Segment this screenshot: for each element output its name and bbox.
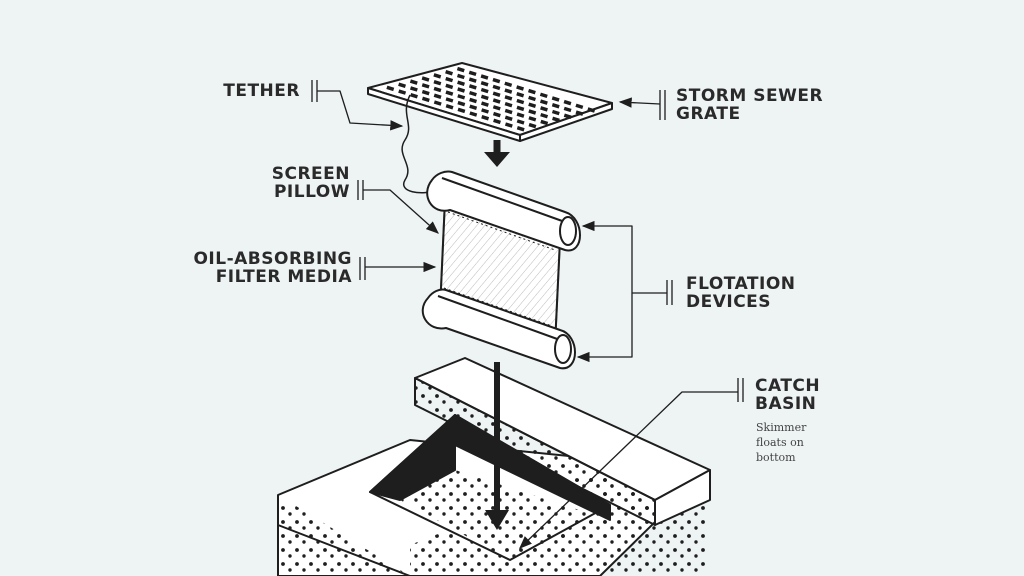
grate-slot [433, 100, 442, 106]
grate-slot [516, 105, 525, 112]
grate-slot [551, 109, 560, 116]
grate-slot [504, 101, 513, 108]
grate-slot [421, 76, 430, 82]
catch-basin-note: Skimmer floats on bottom [756, 421, 807, 464]
label-screen-pillow: SCREEN PILLOW [271, 164, 350, 202]
grate-slot [469, 97, 478, 104]
grate-slot [492, 91, 501, 97]
grate-slot [386, 85, 395, 92]
grate-slot [409, 86, 418, 92]
grate-slot [492, 105, 501, 111]
label-storm-sewer-grate: STORM SEWER GRATE [676, 86, 824, 124]
grate-slot [551, 96, 560, 102]
grate-slot [445, 70, 453, 76]
grate-slot [457, 107, 466, 114]
grate-slot [445, 76, 454, 83]
grate-slot [516, 112, 525, 118]
grate-slot [516, 92, 525, 98]
grate-slot [551, 103, 560, 109]
grate-slot [468, 84, 477, 90]
grate-slot [528, 109, 537, 115]
label-oil-absorbing-filter-media: OIL-ABSORBING FILTER MEDIA [193, 249, 352, 287]
grate-slot [456, 73, 465, 80]
grate-slot [540, 106, 548, 112]
grate-slot [469, 104, 478, 111]
grate-slot [480, 74, 489, 80]
screen-pillow [421, 170, 581, 370]
grate-slot [504, 88, 513, 94]
grate-slot [433, 93, 442, 100]
grate-slot [540, 112, 549, 119]
grate-slot [504, 122, 513, 128]
grate-slot [539, 99, 548, 105]
grate-slot [528, 95, 536, 102]
grate-slot [504, 115, 513, 122]
grate-slot [516, 119, 525, 125]
grate-slot [563, 106, 572, 113]
grate-slot [563, 99, 572, 106]
grate-slot [587, 107, 596, 113]
grate-slot [457, 94, 466, 100]
grate-slot [456, 66, 465, 73]
grate-slot [575, 110, 584, 116]
grate-slot [527, 88, 536, 95]
grate-slot [433, 86, 442, 93]
grate-slot [516, 126, 525, 132]
grate-slot [433, 73, 442, 79]
grate-slot [504, 81, 513, 88]
storm-sewer-grate [367, 62, 613, 142]
label-catch-basin: CATCH BASIN [755, 376, 821, 414]
grate-slot [469, 111, 478, 117]
grate-slot [528, 116, 537, 122]
grate-slot [445, 97, 454, 103]
grate-slot [539, 92, 548, 99]
grate-slot [421, 89, 430, 96]
grate-slot [480, 94, 489, 101]
grate-slot [480, 81, 489, 87]
grate-slot [492, 98, 501, 104]
grate-slot [445, 104, 454, 110]
grate-slot [528, 122, 537, 129]
grate-slot [398, 89, 407, 95]
grate-slot [468, 70, 477, 77]
grate-slot [410, 93, 418, 99]
grate-slot [480, 87, 489, 94]
grate-slot [516, 85, 525, 91]
grate-slot [540, 119, 549, 126]
grate-slot [398, 82, 406, 89]
grate-slot [552, 116, 560, 123]
grate-slot [421, 96, 430, 103]
grate-slot [563, 113, 572, 119]
grate-slot [433, 79, 442, 86]
grate-slot [445, 83, 454, 90]
grate-slot [575, 103, 584, 110]
grate-slot [504, 95, 513, 101]
grate-slot [493, 118, 501, 125]
label-flotation-devices: FLOTATION DEVICES [686, 274, 796, 312]
grate-slot [421, 83, 430, 89]
leader-lines [311, 80, 744, 549]
grate-slot [480, 101, 489, 107]
grate-slot [457, 87, 466, 93]
grate-slot [457, 100, 466, 107]
grate-slot [469, 90, 477, 97]
catch-basin [277, 357, 711, 576]
grate-slot [528, 102, 537, 108]
grate-slot [492, 77, 501, 84]
grate-slot [481, 108, 489, 114]
grate-slot [445, 90, 454, 96]
grate-slot [457, 80, 465, 86]
grate-slot [492, 111, 501, 118]
grate-slot [516, 98, 525, 105]
label-tether: TETHER [223, 81, 300, 101]
grate-slot [492, 84, 501, 91]
grate-slot [504, 108, 513, 115]
grate-slot [481, 115, 490, 121]
tether-cord [401, 94, 441, 194]
grate-slot [468, 77, 477, 83]
grate-slot [409, 79, 418, 85]
